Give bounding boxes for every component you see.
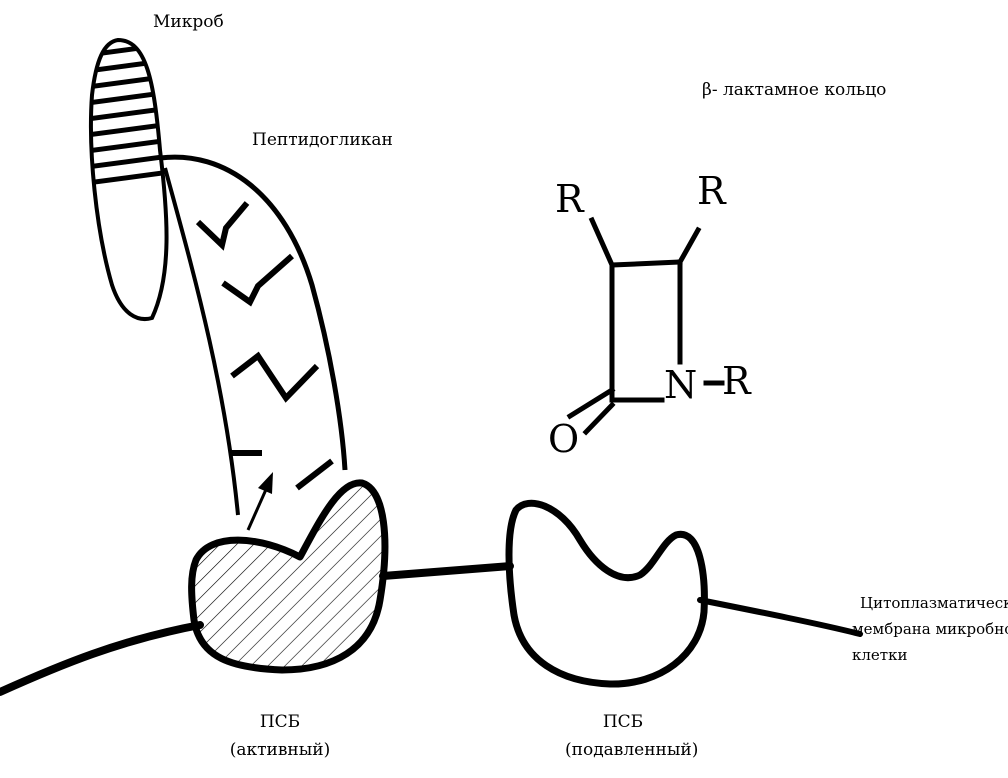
membrane-label-line3: клетки <box>852 646 908 664</box>
atom-r-right: R <box>722 359 751 403</box>
membrane-right-segment <box>697 597 863 637</box>
membrane-label-line1: Цитоплазматическая <box>860 594 1008 612</box>
beta-lactam-bonds <box>566 216 725 436</box>
psb-active-state: (активный) <box>229 740 331 760</box>
microbe-label: Микроб <box>153 12 224 32</box>
psb-suppressed-name: ПСБ <box>602 712 644 732</box>
atom-r-top-right: R <box>697 169 726 213</box>
membrane-left-segment <box>0 621 204 696</box>
psb-active-name: ПСБ <box>259 712 301 732</box>
psb-suppressed-state: (подавленный) <box>565 740 699 760</box>
peptidoglycan-strand <box>159 154 348 531</box>
microbe-shape <box>89 37 169 321</box>
atom-n: N <box>664 363 698 407</box>
psb-suppressed-shape <box>505 499 708 688</box>
membrane-label-line2: мембрана микробной <box>852 620 1008 638</box>
psb-active-shape <box>188 479 389 674</box>
membrane-middle-segment <box>379 562 514 580</box>
beta-lactam-ring-label: β- лактамное кольцо <box>702 80 887 100</box>
peptidoglycan-label: Пептидогликан <box>252 130 393 150</box>
atom-r-top-left: R <box>555 177 584 221</box>
atom-o: O <box>548 417 580 461</box>
